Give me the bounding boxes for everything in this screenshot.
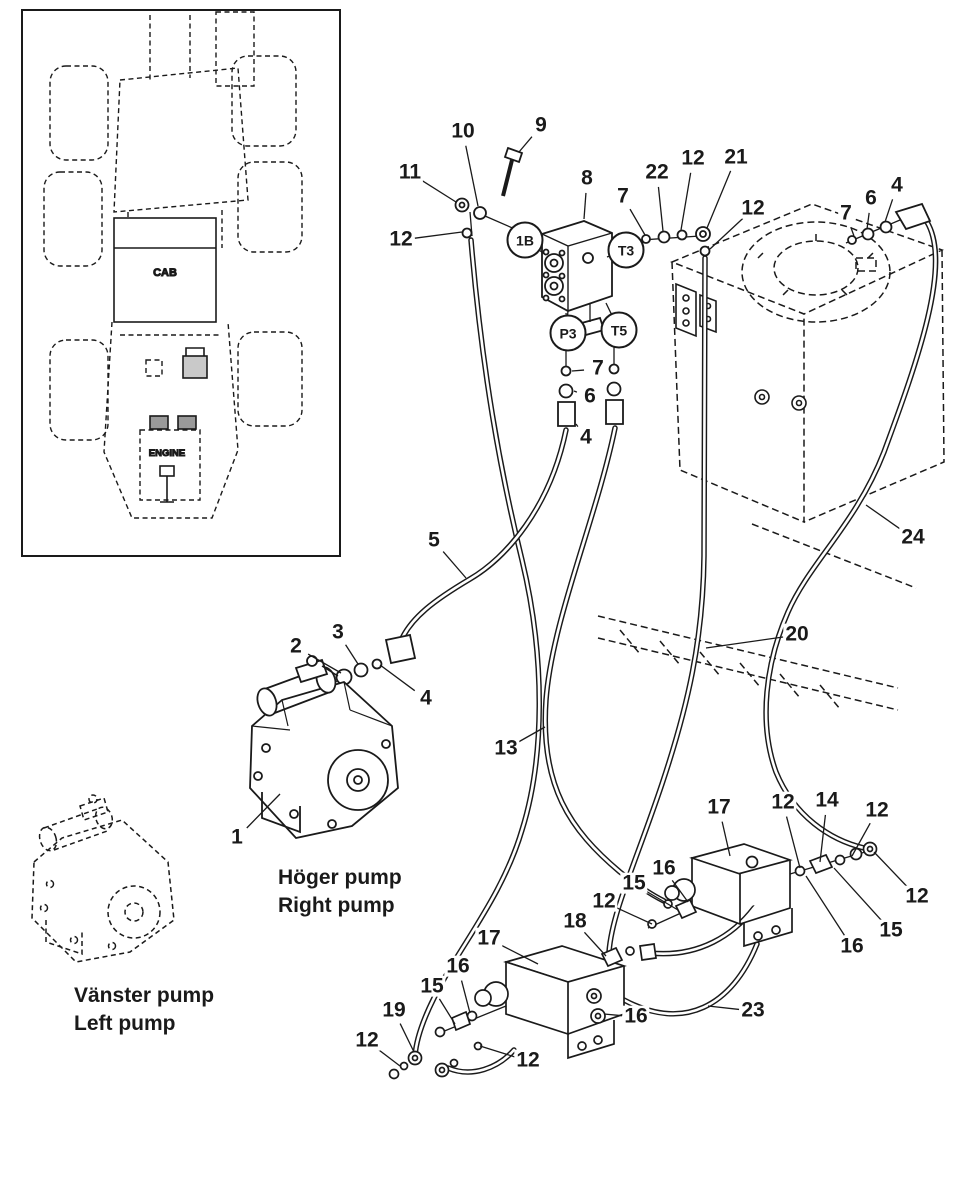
hydraulic-tank bbox=[597, 203, 945, 711]
leader-line bbox=[379, 664, 416, 692]
leader-line bbox=[873, 851, 908, 888]
leader-line bbox=[377, 1048, 401, 1067]
leader-line bbox=[721, 821, 731, 857]
leader-line bbox=[657, 186, 664, 232]
leader-line bbox=[573, 390, 578, 393]
leader-line bbox=[833, 867, 883, 922]
leader-line bbox=[605, 302, 613, 315]
leader-line bbox=[709, 218, 744, 250]
leader-line bbox=[680, 172, 692, 231]
leader-line bbox=[851, 822, 871, 857]
leader-line bbox=[517, 726, 546, 743]
leader-line bbox=[706, 170, 732, 229]
leader-line bbox=[465, 145, 479, 207]
leader-line bbox=[671, 879, 689, 903]
leader-line bbox=[606, 255, 611, 258]
leader-line bbox=[538, 249, 547, 256]
leader-line bbox=[414, 231, 463, 239]
leader-line bbox=[616, 907, 653, 925]
leader-line bbox=[575, 423, 579, 427]
valve-assembly-right bbox=[647, 841, 878, 948]
leader-line bbox=[246, 793, 281, 829]
vehicle-overview-inset: CAB ENGINE bbox=[21, 9, 341, 557]
valve-assembly-left bbox=[388, 943, 657, 1080]
leader-line bbox=[501, 944, 539, 965]
leader-line bbox=[629, 208, 646, 236]
leader-line bbox=[460, 980, 471, 1014]
valve-block bbox=[454, 146, 932, 427]
leader-line bbox=[583, 931, 607, 957]
leader-line bbox=[399, 1023, 415, 1053]
leader-line bbox=[479, 1045, 515, 1058]
leader-line bbox=[603, 1013, 623, 1017]
engine-label: ENGINE bbox=[149, 448, 185, 459]
leader-line bbox=[705, 636, 784, 649]
leader-line bbox=[850, 226, 855, 237]
leader-line bbox=[307, 653, 342, 674]
leader-line bbox=[805, 875, 845, 936]
leader-line bbox=[865, 504, 902, 531]
leader-line bbox=[421, 179, 457, 203]
left-pump bbox=[31, 794, 175, 963]
leader-line bbox=[884, 199, 894, 223]
leader-line bbox=[438, 998, 456, 1025]
leader-line bbox=[583, 192, 587, 220]
cab-label: CAB bbox=[153, 267, 177, 279]
leader-line bbox=[645, 890, 679, 911]
leader-line bbox=[345, 644, 359, 665]
leader-line bbox=[785, 816, 801, 869]
leader-line bbox=[571, 369, 585, 372]
right-pump bbox=[249, 633, 417, 839]
leader-line bbox=[819, 814, 827, 863]
leader-line bbox=[866, 212, 870, 230]
leader-line bbox=[518, 136, 533, 153]
leader-line bbox=[707, 1005, 740, 1011]
leader-line bbox=[442, 551, 467, 579]
